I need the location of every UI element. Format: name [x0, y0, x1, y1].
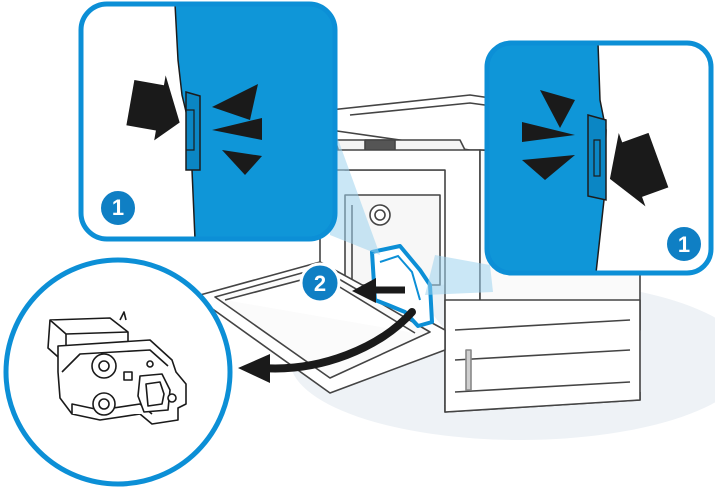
step-badge-remove: 2 — [301, 264, 339, 302]
toner-collection-unit-detail — [6, 260, 230, 484]
step-badge-left-label: 1 — [112, 195, 124, 220]
step-badge-right-label: 1 — [678, 232, 690, 257]
left-detail-callout: 1 — [81, 4, 335, 239]
right-detail-callout: 1 — [487, 43, 711, 273]
step-badge-remove-label: 2 — [314, 271, 326, 296]
